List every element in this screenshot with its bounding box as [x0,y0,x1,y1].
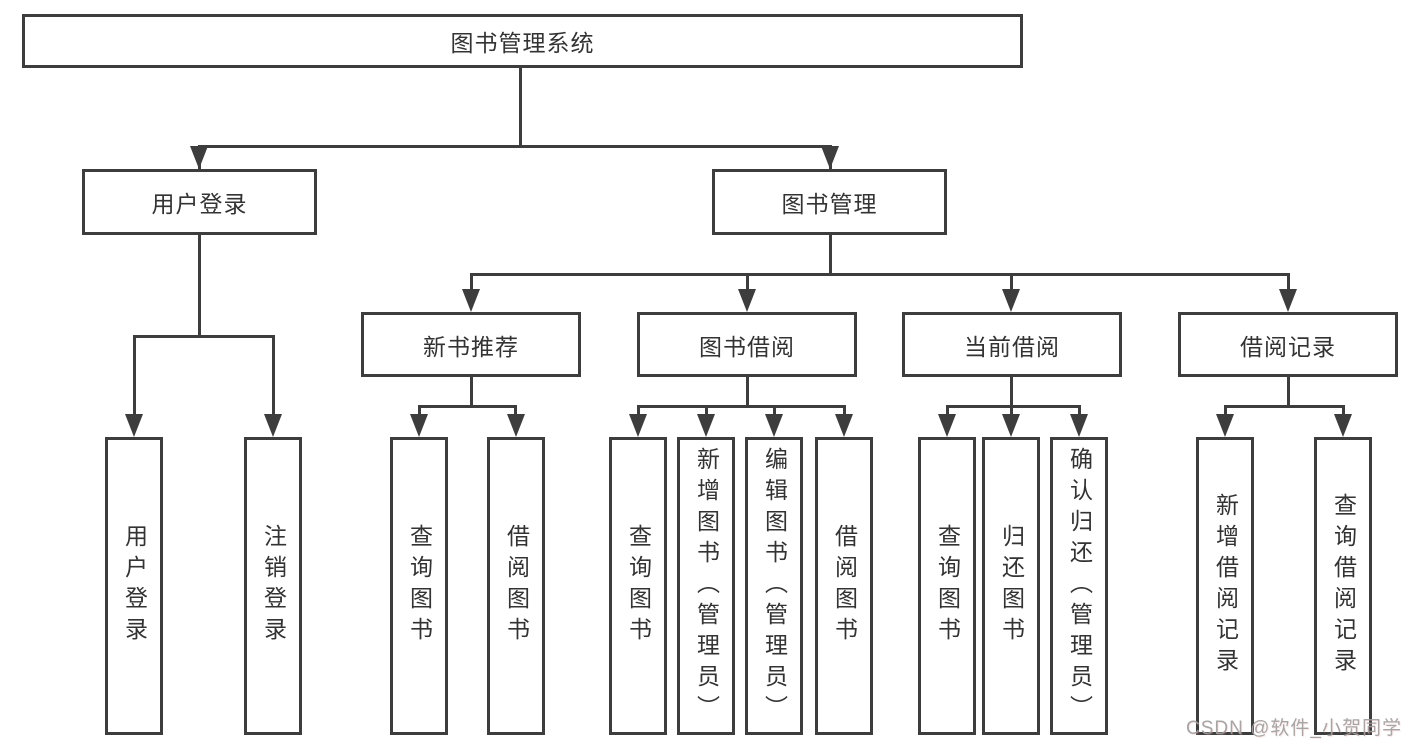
arrow-down-icon [1070,414,1088,437]
arrow-down-icon [938,414,956,437]
connector-line [418,405,517,408]
node-logout: 注销登录 [244,437,302,735]
connector-line [1287,377,1290,407]
connector-line [133,335,136,423]
arrow-down-icon [190,146,208,169]
node-borrow-records: 借阅记录 [1178,312,1398,377]
connector-line [198,235,201,335]
arrow-down-icon [1216,414,1234,437]
arrow-down-icon [765,414,783,437]
arrow-down-icon [1279,289,1297,312]
connector-line [1010,273,1013,298]
connector-line [1224,405,1345,408]
connector-line [1010,377,1013,407]
node-nb-query-books: 查询图书 [390,437,448,735]
node-cb-query-books: 查询图书 [918,437,976,735]
node-current-borrow: 当前借阅 [902,312,1122,377]
arrow-down-icon [410,414,428,437]
connector-line [1287,273,1290,298]
node-cb-confirm-return-admin: 确认归还（管理员） [1050,437,1108,735]
node-user-login: 用户登录 [82,169,317,235]
node-cb-return-books: 归还图书 [982,437,1040,735]
connector-line [946,405,1081,408]
node-user-login-leaf: 用户登录 [105,437,163,735]
node-nb-borrow-books: 借阅图书 [487,437,545,735]
arrow-down-icon [1002,289,1020,312]
arrow-down-icon [462,289,480,312]
arrow-down-icon [629,414,647,437]
arrow-down-icon [835,414,853,437]
connector-line [272,335,275,423]
node-bb-borrow-books: 借阅图书 [815,437,873,735]
arrow-down-icon [821,146,839,169]
node-bb-edit-books-admin: 编辑图书（管理员） [745,437,803,735]
connector-line [133,335,275,338]
connector-line [829,235,832,273]
arrow-down-icon [264,414,282,437]
node-bb-add-books-admin: 新增图书（管理员） [677,437,735,735]
node-book-management: 图书管理 [712,169,947,235]
arrow-down-icon [1002,414,1020,437]
arrow-down-icon [125,414,143,437]
connector-line [470,273,1289,276]
connector-line [746,273,749,298]
connector-line [470,273,473,298]
node-br-add-record: 新增借阅记录 [1196,437,1254,735]
connector-line [746,377,749,407]
connector-line [519,68,522,145]
csdn-watermark: CSDN @软件_小贺同学 [1186,718,1402,739]
connector-line [637,405,846,408]
node-book-borrow: 图书借阅 [637,312,857,377]
arrow-down-icon [507,414,525,437]
node-new-book-recommend: 新书推荐 [361,312,581,377]
connector-line [198,145,832,148]
arrow-down-icon [1334,414,1352,437]
arrow-down-icon [738,289,756,312]
node-bb-query-books: 查询图书 [609,437,667,735]
node-root: 图书管理系统 [22,14,1023,68]
arrow-down-icon [697,414,715,437]
connector-line [470,377,473,407]
node-br-query-record: 查询借阅记录 [1314,437,1372,735]
